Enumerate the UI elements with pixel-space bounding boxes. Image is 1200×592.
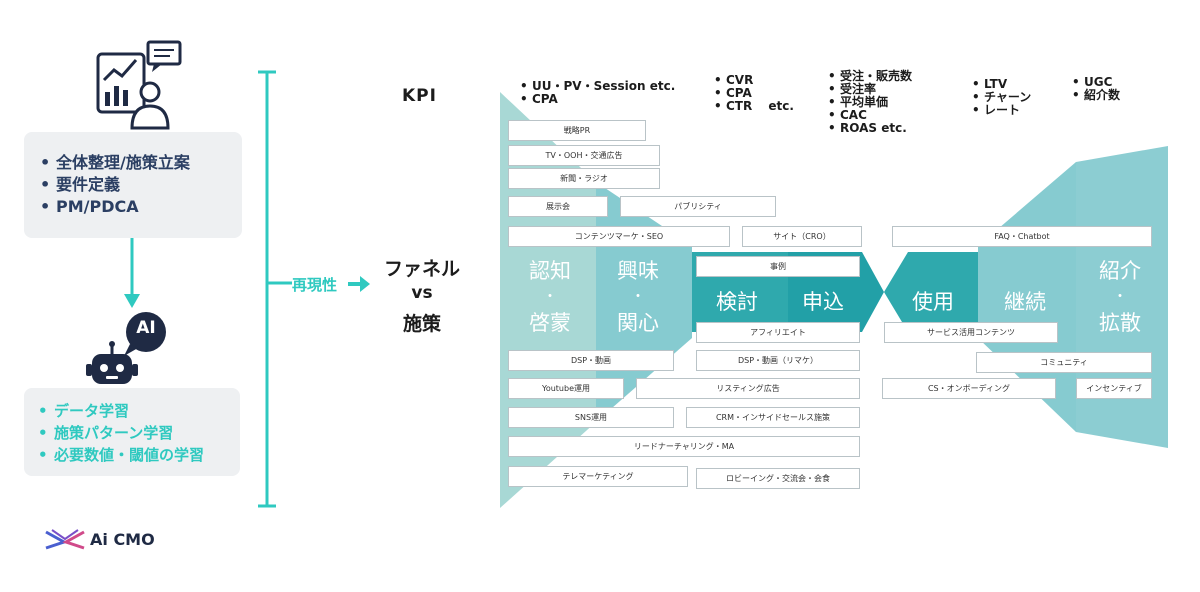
tactic-community: コミュニティ [976,352,1152,373]
ai-robot-icon [86,312,166,384]
funnel-title-line1: ファネル [383,258,460,280]
arrow-down-icon [124,238,140,308]
kpi-item: UU・PV・Session etc. [520,80,675,94]
kpi-group-application: 受注・販売数 受注率 平均単価 CAC ROAS etc. [828,70,912,136]
tactic-service-content: サービス活用コンテンツ [884,322,1058,343]
tactic-youtube: Youtube運用 [508,378,624,399]
stage-consideration: 検討 [716,290,758,314]
tactic-lead-nurturing: リードナーチャリング・MA [508,436,860,457]
kpi-item: 平均単価 [828,96,912,110]
tactic-listing-ads: リスティング広告 [636,378,860,399]
stage-interest: 興味 ・ 関心 [617,259,659,335]
tactic-telemarketing: テレマーケティング [508,466,688,487]
tactic-affiliate: アフィリエイト [696,322,860,343]
funnel-title-line3: 施策 [402,313,441,335]
ai-task: 必要数値・閾値の学習 [36,444,240,466]
human-task: PM/PDCA [38,196,242,218]
connector-line [266,281,292,285]
tactic-cs-onboarding: CS・オンボーディング [882,378,1056,399]
tactic-lobbying: ロビーイング・交流会・会食 [696,468,860,489]
kpi-group-referral: UGC 紹介数 [1072,76,1120,103]
logo-icon [45,529,85,550]
arrow-right-icon [348,276,370,292]
tactic-dsp-video: DSP・動画 [508,350,674,371]
kpi-group-consideration: CVR CPA CTR etc. [714,74,794,114]
kpi-item: レート [972,104,1031,118]
tactic-incentive: インセンティブ [1076,378,1152,399]
kpi-item: ROAS etc. [828,122,912,136]
kpi-item: 紹介数 [1072,89,1120,103]
kpi-item: CAC [828,109,912,123]
tactic-faq-chatbot: FAQ・Chatbot [892,226,1152,247]
bracket-line [258,70,276,508]
kpi-item: CPA [714,87,794,101]
stage-continuation: 継続 [1004,290,1046,314]
kpi-item: CTR etc. [714,100,794,114]
ai-task: 施策パターン学習 [36,422,240,444]
kpi-group-continuation: LTV チャーン レート [972,78,1031,118]
stage-usage: 使用 [912,290,954,314]
tactic-content-marketing: コンテンツマーケ・SEO [508,226,730,247]
human-tasks-panel: 全体整理/施策立案 要件定義 PM/PDCA [24,132,242,238]
tactic-publicity: パブリシティ [620,196,776,217]
kpi-group-awareness: UU・PV・Session etc. CPA [520,80,675,107]
kpi-item: 受注率 [828,83,912,97]
tactic-newspaper-radio: 新聞・ラジオ [508,168,660,189]
ai-badge: AI [136,318,156,338]
ai-task: データ学習 [36,400,240,422]
tactic-case-studies: 事例 [696,256,860,277]
tactic-dsp-video-remarketing: DSP・動画（リマケ） [696,350,860,371]
tactic-crm-insidesales: CRM・インサイドセールス施策 [686,407,860,428]
analyst-icon [96,40,182,130]
funnel-usage [884,252,978,332]
stage-referral: 紹介 ・ 拡散 [1099,259,1141,335]
tactic-exhibition: 展示会 [508,196,608,217]
human-task: 要件定義 [38,174,242,196]
funnel-title-line2: vs [411,283,433,303]
logo-text: Ai CMO [90,530,155,549]
tactic-site-cro: サイト（CRO） [742,226,862,247]
kpi-item: CPA [520,93,675,107]
kpi-item: UGC [1072,76,1120,90]
kpi-item: 受注・販売数 [828,70,912,84]
kpi-item: LTV [972,78,1031,92]
tactic-tv-ooh: TV・OOH・交通広告 [508,145,660,166]
tactic-strategic-pr: 戦略PR [508,120,646,141]
stage-application: 申込 [802,290,844,314]
tactic-sns: SNS運用 [508,407,674,428]
stage-awareness: 認知 ・ 啓蒙 [529,259,571,335]
kpi-item: チャーン [972,91,1031,105]
human-task: 全体整理/施策立案 [38,152,242,174]
kpi-item: CVR [714,74,794,88]
reproducibility-label: 再現性 [292,276,338,294]
ai-tasks-panel: データ学習 施策パターン学習 必要数値・閾値の学習 [24,388,240,476]
kpi-label: KPI [402,86,437,106]
